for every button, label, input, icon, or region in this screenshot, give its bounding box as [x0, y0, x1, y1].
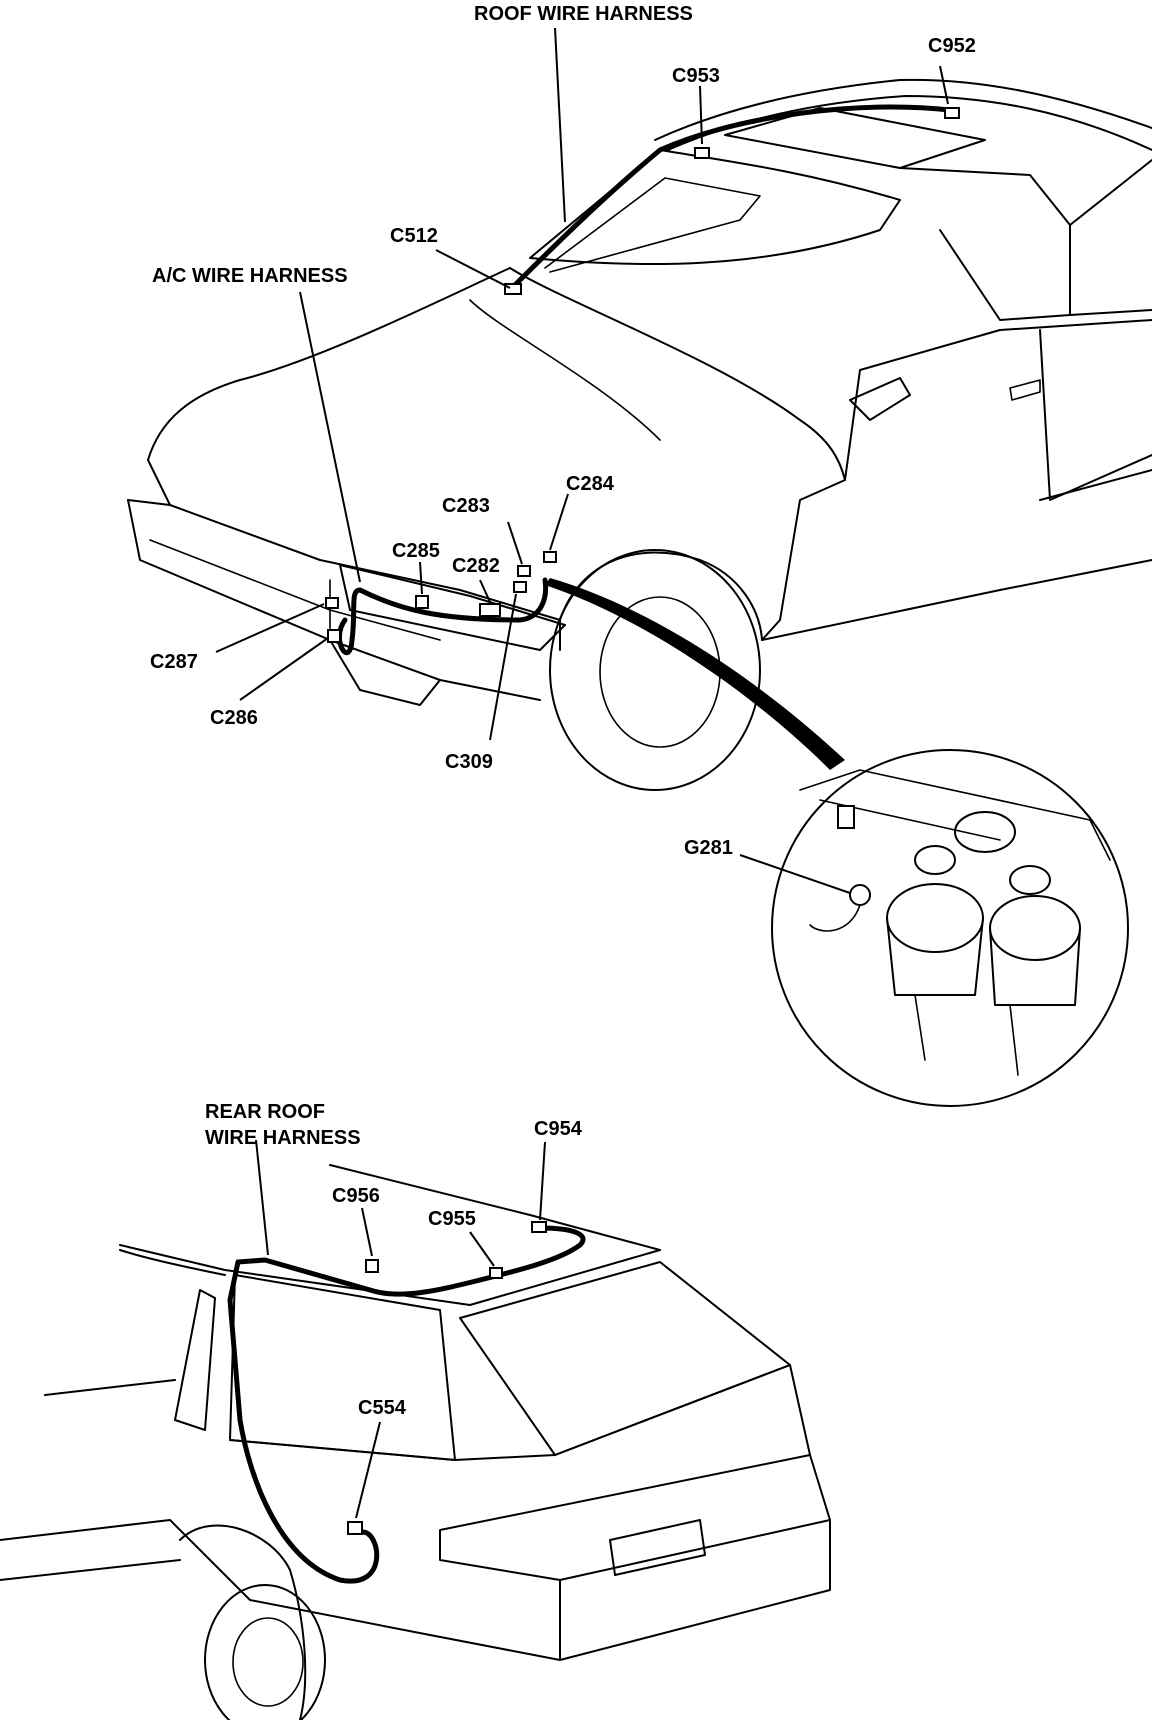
connector-c309	[513, 581, 527, 593]
rear-roof-harness	[227, 1225, 586, 1584]
label-roof-wire-harness: ROOF WIRE HARNESS	[474, 3, 693, 25]
connector-c286	[327, 629, 341, 643]
label-c554: C554	[358, 1397, 407, 1419]
rear-car-drawing	[0, 1164, 831, 1720]
label-c284: C284	[566, 473, 615, 495]
label-c309: C309	[445, 751, 493, 773]
front-car-drawing	[127, 78, 1152, 791]
label-c952: C952	[928, 35, 976, 57]
label-c953: C953	[672, 65, 720, 87]
connector-c284	[543, 551, 557, 563]
ac-harness	[337, 577, 549, 656]
roof-harness	[507, 104, 953, 293]
label-c512: C512	[390, 225, 438, 247]
label-c283: C283	[442, 495, 490, 517]
label-c286: C286	[210, 707, 258, 729]
front-leader-lines	[215, 27, 949, 741]
detail-pointer	[545, 578, 845, 770]
connector-c287	[325, 597, 339, 609]
label-c287: C287	[150, 651, 198, 673]
label-c954: C954	[534, 1118, 583, 1140]
label-c282: C282	[452, 555, 500, 577]
connector-c283	[517, 565, 531, 577]
connector-c956	[365, 1259, 379, 1273]
g281-leader	[739, 854, 851, 894]
label-g281: G281	[684, 837, 733, 859]
label-rear-roof-line1: REAR ROOF	[205, 1101, 325, 1123]
connector-c554	[347, 1521, 363, 1535]
connector-c953	[694, 147, 710, 159]
label-c955: C955	[428, 1208, 476, 1230]
label-c956: C956	[332, 1185, 380, 1207]
label-rear-roof-line2: WIRE HARNESS	[205, 1127, 361, 1149]
connector-c282	[479, 603, 501, 617]
rear-leader-lines	[255, 1139, 546, 1519]
connector-c955	[489, 1267, 503, 1279]
label-ac-wire-harness: A/C WIRE HARNESS	[152, 265, 348, 287]
g281-detail	[771, 749, 1129, 1107]
label-c285: C285	[392, 540, 440, 562]
connector-c952	[944, 107, 960, 119]
connector-c954	[531, 1221, 547, 1233]
connector-c512	[504, 283, 522, 295]
connector-c285	[415, 595, 429, 609]
